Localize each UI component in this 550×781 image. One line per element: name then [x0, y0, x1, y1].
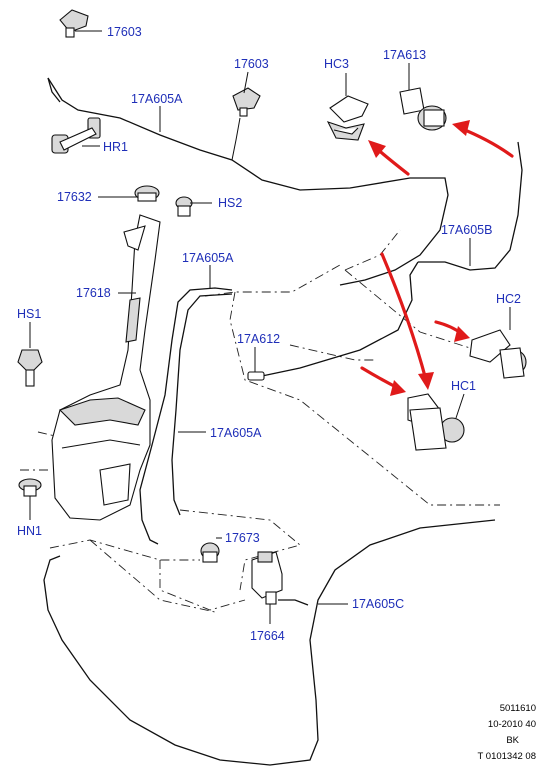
arrow-head-17a613: [452, 120, 470, 136]
jet-nozzle-mid: [232, 87, 261, 117]
jet-nozzle-top: [59, 9, 89, 38]
hose-clip-hc2: [469, 329, 527, 379]
callout-hc2: HC2: [496, 292, 521, 306]
hose-clip-hc1: [407, 393, 465, 451]
arrow-head-hc1-main: [418, 372, 434, 390]
hose-clip-hc3: [326, 95, 369, 141]
callout-17673: 17673: [225, 531, 260, 545]
pump-grommet: [200, 542, 220, 563]
callouts: 17603 17603 HC3 17A613 17A605A HR1 17632…: [17, 25, 521, 643]
arrow-to-17a613: [458, 126, 514, 158]
washer-reservoir: [51, 214, 161, 521]
connector-17a612: [247, 371, 265, 381]
arrow-to-hc1-main: [380, 252, 428, 382]
nut-hn1: [18, 478, 42, 497]
red-arrows: [360, 120, 514, 396]
callout-hn1: HN1: [17, 524, 42, 538]
callout-17a612: 17A612: [237, 332, 280, 346]
callout-hs2: HS2: [218, 196, 242, 210]
arrow-head-hc1: [390, 380, 406, 396]
connector-17a613: [399, 87, 447, 131]
callout-17a613: 17A613: [383, 48, 426, 62]
arrow-to-hc1: [360, 366, 400, 390]
reference-block: 5011610 10-2010 40 BK T 0101342 08: [478, 703, 536, 762]
arrow-head-hc2: [454, 326, 470, 342]
callout-hs1: HS1: [17, 307, 41, 321]
ref-line-3: BK: [506, 735, 519, 746]
screw-hs1: [17, 349, 43, 387]
callout-17a605a-low: 17A605A: [210, 426, 262, 440]
leader-lines: [20, 229, 500, 613]
hose-retainer-hr1: [51, 117, 101, 154]
callout-hr1: HR1: [103, 140, 128, 154]
reservoir-cap: [134, 185, 160, 202]
screw-hs2: [175, 196, 193, 217]
arrow-head-hc3: [368, 140, 386, 158]
ref-line-4: T 0101342 08: [478, 751, 536, 762]
washer-pump: [251, 551, 283, 605]
callout-17603-mid: 17603: [234, 57, 269, 71]
callout-leaders: [29, 30, 511, 624]
ref-line-2: 10-2010 40: [488, 719, 536, 730]
hoses: [43, 77, 523, 766]
callout-17a605c: 17A605C: [352, 597, 404, 611]
callout-17664: 17664: [250, 629, 285, 643]
callout-17632: 17632: [57, 190, 92, 204]
ref-line-1: 5011610: [500, 703, 536, 714]
callout-17618: 17618: [76, 286, 111, 300]
callout-17a605a-mid: 17A605A: [182, 251, 234, 265]
callout-hc3: HC3: [324, 57, 349, 71]
callout-17a605a-top: 17A605A: [131, 92, 183, 106]
callout-17603-top: 17603: [107, 25, 142, 39]
callout-hc1: HC1: [451, 379, 476, 393]
callout-17a605b: 17A605B: [441, 223, 492, 237]
